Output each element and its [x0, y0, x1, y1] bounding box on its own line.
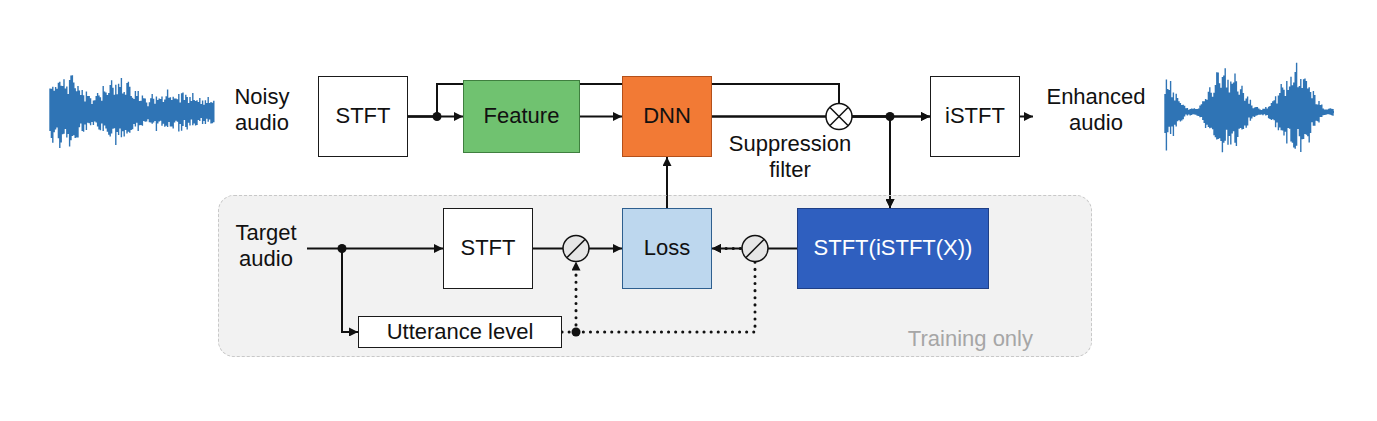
- node-label: STFT: [461, 235, 516, 261]
- level-box: Utterance level: [358, 316, 562, 348]
- process-box: iSTFT: [930, 76, 1020, 157]
- feature-box: Feature: [463, 80, 580, 153]
- junction-dot: [433, 112, 442, 121]
- node-label: iSTFT: [945, 103, 1005, 129]
- node-label: STFT(iSTFT(X)): [814, 235, 973, 261]
- multiply-symbol: [826, 104, 852, 130]
- annotation-label: Suppression filter: [712, 131, 868, 184]
- node-label: Utterance level: [387, 319, 534, 345]
- junction-dot: [572, 327, 581, 336]
- region-fill: [218, 195, 1092, 357]
- node-label: STFT: [336, 103, 391, 129]
- waveform-baseline: [1165, 111, 1334, 113]
- waveform-baseline: [50, 111, 214, 113]
- junction-dot: [338, 244, 347, 253]
- annotation-label: Enhanced audio: [1036, 84, 1156, 137]
- waveform: [1165, 63, 1333, 153]
- process-box: STFT: [318, 76, 408, 157]
- annotation-label: Target audio: [224, 220, 308, 273]
- dnn-box: DNN: [622, 76, 712, 157]
- node-label: Loss: [644, 235, 690, 261]
- node-label: Training only: [908, 326, 1033, 352]
- waveform: [50, 75, 214, 148]
- divide-symbol: [563, 236, 589, 262]
- signal-wire: [342, 249, 358, 332]
- process-box: STFT(iSTFT(X)): [797, 208, 989, 289]
- signal-wire: [1020, 116, 1033, 118]
- connector: [580, 116, 622, 118]
- annotation-label: Noisy audio: [222, 84, 302, 137]
- signal-wire: [307, 248, 443, 250]
- node-label: Feature: [484, 103, 560, 129]
- signal-wire: [575, 262, 578, 332]
- connector: [666, 157, 668, 208]
- training-region: Training only STFT Loss STFT(iSTFT(X)) Utter…: [218, 195, 1092, 357]
- junction-dot: [886, 112, 895, 121]
- node-label: DNN: [643, 103, 691, 129]
- loss-box: Loss: [622, 208, 712, 289]
- process-box: STFT: [443, 208, 533, 289]
- divide-symbol: [742, 236, 768, 262]
